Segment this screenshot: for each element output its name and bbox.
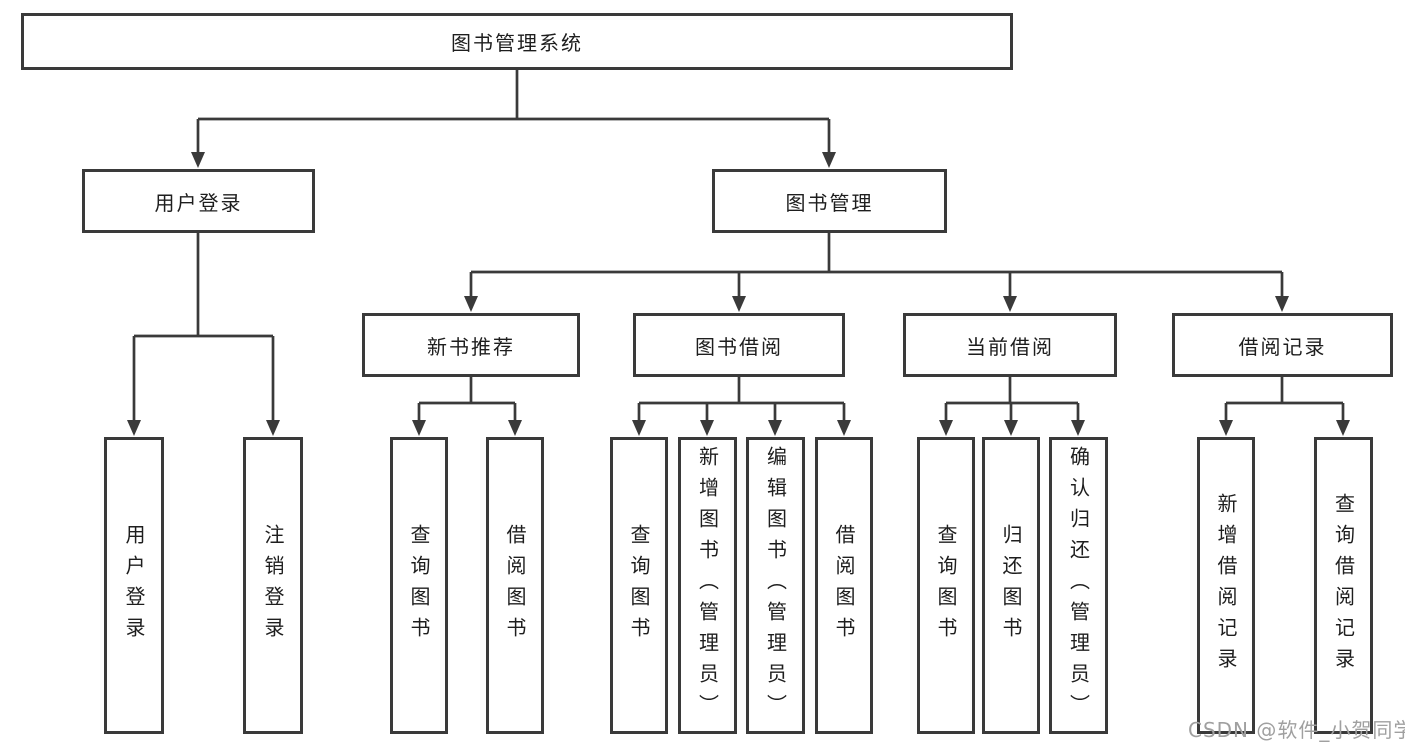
leaf-current-query-book: 查询图书	[917, 437, 975, 734]
node-current-borrowing-label: 当前借阅	[966, 334, 1054, 359]
leaf-return-book-label: 归还图书	[999, 523, 1023, 648]
edge-borrow-to-leaves	[637, 377, 846, 420]
edge-mgmt-to-level3	[469, 233, 1284, 296]
node-book-borrowing: 图书借阅	[633, 313, 845, 377]
node-user-login-group: 用户登录	[82, 169, 315, 233]
node-borrow-records-label: 借阅记录	[1238, 334, 1327, 359]
arrowheads	[127, 152, 1350, 436]
node-library-management-system: 图书管理系统	[21, 13, 1013, 70]
leaf-recommend-borrow-book: 借阅图书	[486, 437, 544, 734]
edge-login-to-leaves	[132, 233, 275, 420]
edge-root-to-level2	[196, 69, 831, 152]
leaf-borrowing-borrow-book: 借阅图书	[815, 437, 873, 734]
leaf-confirm-return-admin-label: 确认归还（管理员）	[1066, 446, 1091, 725]
leaf-recommend-query-book-label: 查询图书	[407, 523, 431, 648]
node-user-login-group-label: 用户登录	[154, 190, 243, 215]
leaf-borrowing-query-book: 查询图书	[610, 437, 668, 734]
leaf-return-book: 归还图书	[982, 437, 1040, 734]
leaf-add-book-admin-label: 新增图书（管理员）	[695, 446, 720, 725]
leaf-current-query-book-label: 查询图书	[934, 523, 958, 648]
edge-recommend-to-leaves	[417, 377, 517, 420]
node-book-borrowing-label: 图书借阅	[695, 334, 783, 359]
leaf-edit-book-admin: 编辑图书（管理员）	[746, 437, 805, 734]
leaf-borrowing-borrow-book-label: 借阅图书	[832, 523, 856, 648]
leaf-logout: 注销登录	[243, 437, 303, 734]
node-book-management: 图书管理	[712, 169, 947, 233]
edge-records-to-leaves	[1224, 377, 1345, 420]
leaf-logout-label: 注销登录	[261, 523, 285, 648]
node-library-management-system-label: 图书管理系统	[451, 31, 583, 55]
node-borrow-records: 借阅记录	[1172, 313, 1393, 377]
node-new-book-recommend: 新书推荐	[362, 313, 580, 377]
leaf-edit-book-admin-label: 编辑图书（管理员）	[763, 446, 788, 725]
node-book-management-label: 图书管理	[785, 190, 874, 215]
leaf-add-borrow-record-label: 新增借阅记录	[1214, 492, 1238, 679]
leaf-borrowing-query-book-label: 查询图书	[627, 523, 651, 648]
leaf-recommend-borrow-book-label: 借阅图书	[503, 523, 527, 648]
leaf-add-book-admin: 新增图书（管理员）	[678, 437, 737, 734]
edge-current-to-leaves	[944, 377, 1080, 420]
leaf-query-borrow-record: 查询借阅记录	[1314, 437, 1373, 734]
node-current-borrowing: 当前借阅	[903, 313, 1117, 377]
csdn-watermark: CSDN @软件_小贺同学	[1188, 718, 1405, 742]
leaf-recommend-query-book: 查询图书	[390, 437, 448, 734]
leaf-query-borrow-record-label: 查询借阅记录	[1331, 492, 1356, 679]
leaf-user-login-label: 用户登录	[122, 523, 146, 648]
leaf-user-login: 用户登录	[104, 437, 164, 734]
leaf-add-borrow-record: 新增借阅记录	[1197, 437, 1255, 734]
leaf-confirm-return-admin: 确认归还（管理员）	[1049, 437, 1108, 734]
node-new-book-recommend-label: 新书推荐	[427, 334, 515, 359]
